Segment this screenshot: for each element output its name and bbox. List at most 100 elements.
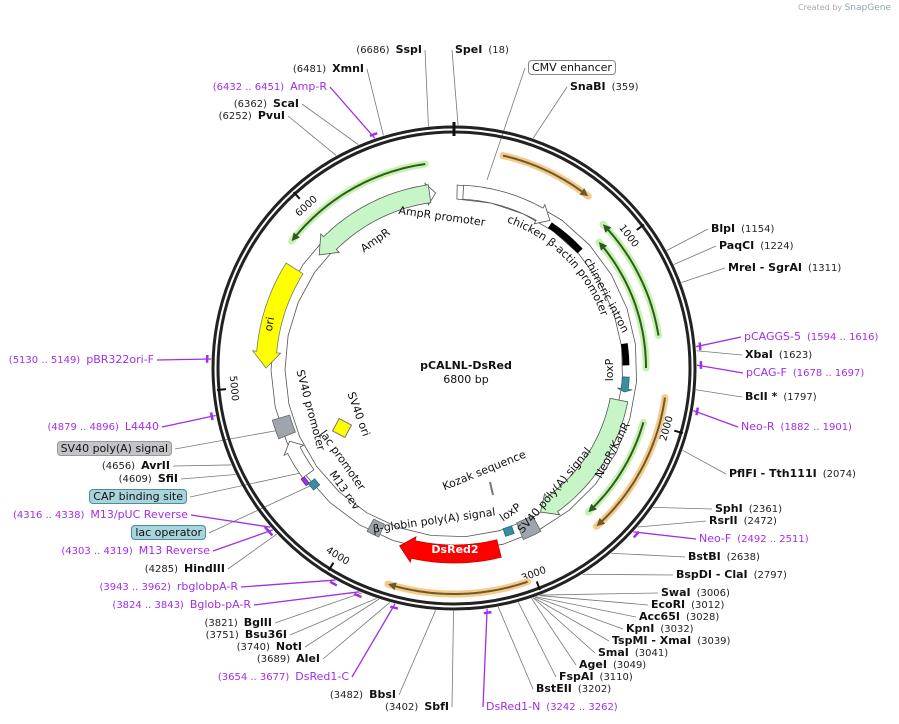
primer-binding-mark[interactable] — [263, 526, 271, 534]
enzyme-name: FspAI — [559, 670, 594, 683]
enzyme-label-noti[interactable]: (3740)NotI — [231, 640, 302, 655]
sv40-promoter-feature[interactable] — [271, 414, 297, 440]
primer-label-l4440[interactable]: (4879 .. 4896)L4440 — [41, 420, 159, 435]
primer-binding-mark[interactable] — [369, 132, 378, 137]
feature-name: CAP binding site — [89, 489, 187, 504]
neor-kanr-feature[interactable] — [540, 397, 629, 516]
primer-label-rbglobpa-r[interactable]: (3943 .. 3962)rbglobpA-R — [93, 580, 238, 595]
primer-binding-mark[interactable] — [483, 610, 492, 615]
feature-label-sv40-poly-a-signal[interactable]: SV40 poly(A) signal — [56, 441, 172, 456]
feature-label-lac-operator[interactable]: lac operator — [131, 525, 206, 540]
enzyme-label-bbsi[interactable]: (3482)BbsI — [324, 688, 396, 703]
leader-line — [653, 506, 713, 510]
tick-mark — [327, 562, 335, 571]
ori-feature[interactable] — [251, 262, 304, 369]
primer-label-dsred1-n[interactable]: DsRed1-N(3242 .. 3262) — [486, 700, 624, 715]
enzyme-name: XbaI — [745, 348, 773, 361]
lac-operator-feature[interactable] — [307, 478, 321, 491]
enzyme-label-agei[interactable]: AgeI(3049) — [579, 658, 652, 673]
orf-arrow[interactable] — [584, 418, 647, 516]
primer-binding-mark[interactable] — [698, 342, 702, 351]
enzyme-label-bspdi-clai[interactable]: BspDI - ClaI(2797) — [676, 568, 793, 583]
enzyme-label-bcli[interactable]: BclI *(1797) — [745, 390, 823, 405]
primer-binding-mark[interactable] — [353, 592, 362, 599]
lac-promoter-feature[interactable] — [283, 440, 315, 479]
primer-binding-mark[interactable] — [329, 580, 338, 587]
enzyme-name: HindIII — [184, 562, 225, 575]
enzyme-label-pflfi-tth111i[interactable]: PflFI - Tth111I(2074) — [729, 467, 862, 482]
enzyme-label-ecori[interactable]: EcoRI(3012) — [651, 598, 730, 613]
enzyme-label-spei[interactable]: SpeI(18) — [455, 43, 515, 58]
enzyme-label-bsteii[interactable]: BstEII(3202) — [536, 682, 617, 697]
enzyme-label-kpni[interactable]: KpnI(3032) — [626, 622, 700, 637]
enzyme-name: Acc65I — [639, 610, 680, 623]
enzyme-label-snabi[interactable]: SnaBI(359) — [570, 80, 645, 95]
primer-binding-mark[interactable] — [209, 412, 214, 421]
enzyme-label-bglii[interactable]: (3821)BglII — [199, 616, 272, 631]
primer-label-amp-r[interactable]: (6432 .. 6451)Amp-R — [207, 80, 327, 95]
enzyme-label-blpi[interactable]: BlpI(1154) — [711, 222, 780, 237]
enzyme-label-sphi[interactable]: SphI(2361) — [715, 502, 788, 517]
dsred2-feature[interactable] — [399, 536, 502, 564]
enzyme-name: BlpI — [711, 222, 736, 235]
primer-label-m13-reverse[interactable]: (4303 .. 4319)M13 Reverse — [55, 544, 210, 559]
enzyme-label-hindiii[interactable]: (4285)HindIII — [139, 562, 225, 577]
enzyme-label-swai[interactable]: SwaI(3006) — [661, 586, 736, 601]
primer-label-dsred1-c[interactable]: (3654 .. 3677)DsRed1-C — [212, 670, 349, 685]
enzyme-label-paqci[interactable]: PaqCI(1224) — [719, 239, 800, 254]
feature-label-cap-binding-site[interactable]: CAP binding site — [89, 489, 187, 504]
enzyme-position: (3689) — [256, 654, 291, 665]
chimeric-intron-feature[interactable] — [621, 343, 630, 366]
primer-label-bglob-pa-r[interactable]: (3824 .. 3843)Bglob-pA-R — [106, 598, 251, 613]
enzyme-label-sspi[interactable]: (6686)SspI — [350, 43, 422, 58]
chicken-beta-actin-promoter-feature[interactable] — [462, 184, 551, 225]
primer-binding-mark[interactable] — [632, 530, 640, 539]
chimeric-intron-feature[interactable] — [547, 222, 583, 254]
enzyme-label-tspmi-xmai[interactable]: TspMI - XmaI(3039) — [612, 634, 736, 649]
orf-arrow[interactable] — [595, 238, 650, 372]
primer-label-pbr322ori-f[interactable]: (5130 .. 5149)pBR322ori-F — [3, 353, 154, 368]
enzyme-label-mrei-sgrai[interactable]: MreI - SgrAI(1311) — [728, 261, 847, 276]
enzyme-label-sbfi[interactable]: (3402)SbfI — [379, 700, 449, 715]
enzyme-label-sfii[interactable]: (4609)SfiI — [113, 472, 178, 487]
primer-position: (2492 .. 2511) — [737, 534, 809, 545]
orf-arrow[interactable] — [288, 160, 429, 245]
loxp-feature[interactable] — [617, 376, 633, 393]
primer-label-pcaggs-5[interactable]: pCAGGS-5(1594 .. 1616) — [744, 330, 884, 345]
kozak-sequence-feature[interactable] — [489, 481, 494, 496]
primer-label-pcag-f[interactable]: pCAG-F(1678 .. 1697) — [746, 366, 870, 381]
leader-line — [531, 598, 577, 666]
sv40-ori-feature[interactable] — [331, 417, 353, 439]
enzyme-label-smai[interactable]: SmaI(3041) — [598, 646, 674, 661]
enzyme-label-xmni[interactable]: (6481)XmnI — [287, 62, 364, 77]
primer-label-m13-puc-reverse[interactable]: (4316 .. 4338)M13/pUC Reverse — [7, 508, 188, 523]
primer-label-neo-f[interactable]: Neo-F(2492 .. 2511) — [699, 532, 815, 547]
primer-binding-mark[interactable] — [695, 407, 700, 416]
sv40-polya-feature[interactable] — [516, 514, 542, 540]
ampr-feature[interactable] — [318, 184, 432, 256]
primer-position: (3824 .. 3843) — [112, 600, 184, 611]
enzyme-label-xbai[interactable]: XbaI(1623) — [745, 348, 818, 363]
enzyme-label-fspai[interactable]: FspAI(3110) — [559, 670, 639, 685]
orf-arrow[interactable] — [499, 152, 592, 200]
enzyme-label-scai[interactable]: (6362)ScaI — [228, 97, 299, 112]
orf-arrow[interactable] — [599, 220, 662, 340]
enzyme-name: XmnI — [332, 62, 364, 75]
enzyme-position: (2472) — [743, 516, 777, 527]
primer-label-neo-r[interactable]: Neo-R(1882 .. 1901) — [741, 420, 858, 435]
orf-arrow[interactable] — [384, 578, 532, 598]
loxp-feature[interactable] — [502, 525, 515, 537]
enzyme-label-avrii[interactable]: (4656)AvrII — [96, 459, 170, 474]
feature-label-cmv-enhancer[interactable]: CMV enhancer — [528, 60, 616, 75]
beta-globin-polya-feature[interactable] — [366, 518, 385, 538]
enzyme-label-pvui[interactable]: (6252)PvuI — [213, 109, 285, 124]
enzyme-label-bstbi[interactable]: BstBI(2638) — [688, 550, 766, 565]
feature-name: SV40 poly(A) signal — [56, 441, 172, 456]
enzyme-label-rsrii[interactable]: RsrII(2472) — [709, 514, 783, 529]
enzyme-label-acc65i[interactable]: Acc65I(3028) — [639, 610, 725, 625]
enzyme-label-bsu36i[interactable]: (3751)Bsu36I — [200, 628, 287, 643]
leader-line — [532, 86, 568, 139]
enzyme-label-alei[interactable]: (3689)AleI — [251, 652, 320, 667]
orf-arrow[interactable] — [593, 394, 669, 530]
primer-binding-mark[interactable] — [390, 605, 399, 610]
